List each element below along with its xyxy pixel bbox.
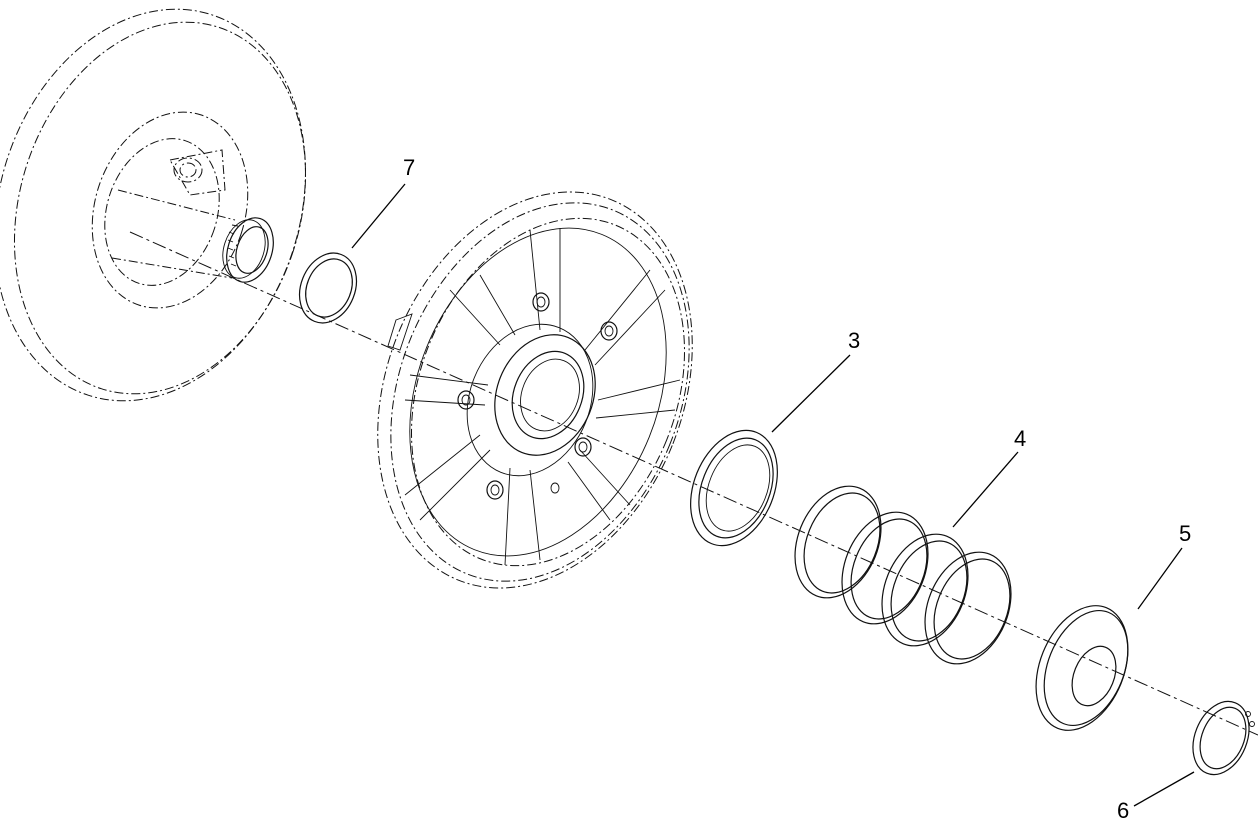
fixed-sheave-phantom [0, 8, 307, 402]
callout-5: 5 [1179, 521, 1192, 546]
center-axis-line [129, 231, 1258, 736]
callout-3: 3 [848, 328, 861, 353]
part-5-spring-cup [1035, 605, 1129, 731]
callout-6: 6 [1117, 798, 1130, 823]
leader-line-5 [1137, 547, 1183, 610]
leader-line-7 [351, 183, 406, 249]
leader-line-3 [771, 354, 851, 433]
leader-line-4 [952, 451, 1019, 528]
callout-4: 4 [1014, 426, 1027, 451]
part-3-thrust-washer [690, 429, 778, 547]
movable-sheave [377, 191, 693, 589]
part-7-washer [298, 252, 358, 324]
shaft-end [222, 217, 274, 283]
part-4-spring [794, 485, 1012, 665]
callout-7: 7 [403, 155, 416, 180]
part-6-snap-ring [1192, 700, 1255, 776]
leader-line-6 [1133, 771, 1195, 807]
